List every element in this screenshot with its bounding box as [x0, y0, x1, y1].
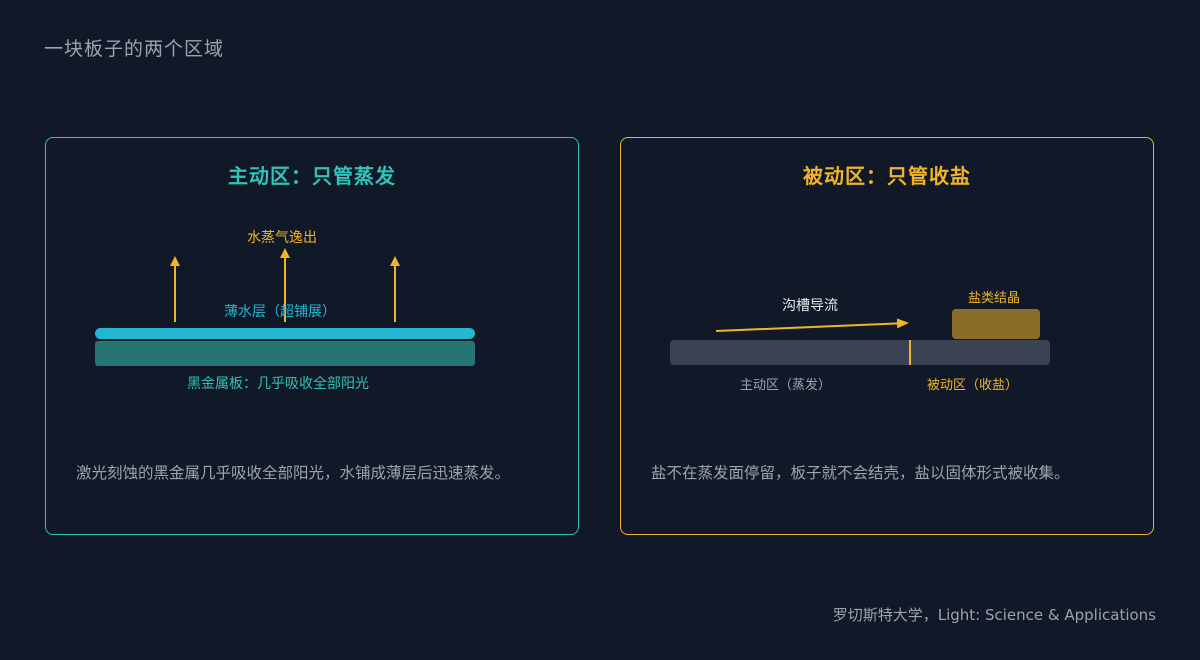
channel-plate [670, 340, 1050, 365]
active-region-label: 主动区（蒸发） [740, 378, 832, 393]
thin-water-layer [95, 328, 475, 339]
passive-zone-description: 盐不在蒸发面停留，板子就不会结壳，盐以固体形式被收集。 [651, 464, 1070, 482]
active-zone-diagram [95, 248, 475, 366]
salt-label: 盐类结晶 [968, 291, 1021, 306]
salt-crystal [952, 309, 1040, 339]
active-zone-description: 激光刻蚀的黑金属几乎吸收全部阳光，水铺成薄层后迅速蒸发。 [76, 464, 511, 482]
source-footer: 罗切斯特大学，Light: Science & Applications [832, 606, 1156, 624]
page-title: 一块板子的两个区域 [44, 38, 225, 60]
black-metal-plate [95, 341, 475, 366]
water-layer-label: 薄水层（超铺展） [224, 304, 336, 320]
active-zone-panel: 主动区：只管蒸发 水蒸气逸出 薄水层（超铺展） 黑金属板：几乎吸收全部阳光 激光… [45, 137, 579, 535]
plate-label: 黑金属板：几乎吸收全部阳光 [187, 376, 369, 392]
passive-zone-panel: 被动区：只管收盐 沟槽导流 盐类结晶 主动区（蒸发） 被动区（收盐） 盐不在蒸发… [620, 137, 1154, 535]
active-zone-title: 主动区：只管蒸发 [228, 164, 396, 188]
passive-zone-diagram [670, 309, 1050, 365]
channel-flow-arrow [715, 318, 909, 332]
channel-label: 沟槽导流 [782, 298, 838, 314]
passive-zone-title: 被动区：只管收盐 [803, 164, 971, 188]
passive-region-label: 被动区（收盐） [927, 378, 1019, 393]
vapor-label: 水蒸气逸出 [247, 230, 317, 246]
